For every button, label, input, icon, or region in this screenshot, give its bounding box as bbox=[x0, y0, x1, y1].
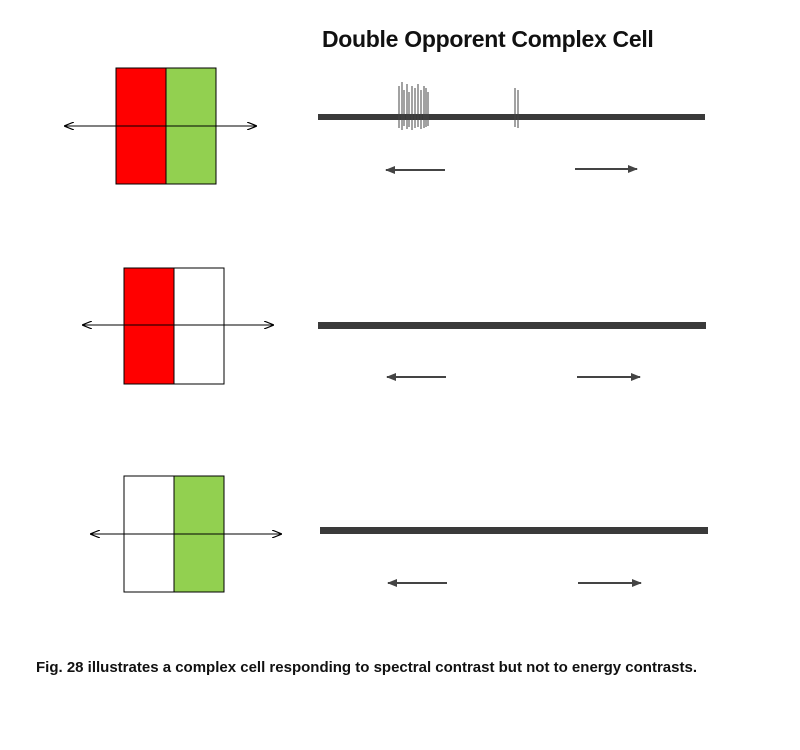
stimulus-red-green bbox=[65, 67, 256, 185]
response-trace-red-green bbox=[318, 82, 705, 174]
response-trace-white-green bbox=[320, 527, 708, 587]
stimulus-right-half bbox=[173, 267, 225, 385]
recording-trace bbox=[320, 527, 708, 534]
spike-burst bbox=[398, 82, 429, 130]
recording-trace bbox=[318, 322, 706, 329]
figure-caption: Fig. 28 illustrates a complex cell respo… bbox=[36, 659, 697, 676]
figure-title: Double Opporent Complex Cell bbox=[322, 26, 654, 52]
response-trace-red-white bbox=[318, 322, 706, 381]
spike-pair bbox=[514, 88, 519, 128]
stimulus-red-white bbox=[83, 267, 273, 385]
diagram-canvas bbox=[0, 67, 708, 593]
recording-trace bbox=[318, 114, 705, 120]
stimulus-white-green bbox=[91, 475, 281, 593]
stimulus-left-half bbox=[123, 267, 175, 385]
